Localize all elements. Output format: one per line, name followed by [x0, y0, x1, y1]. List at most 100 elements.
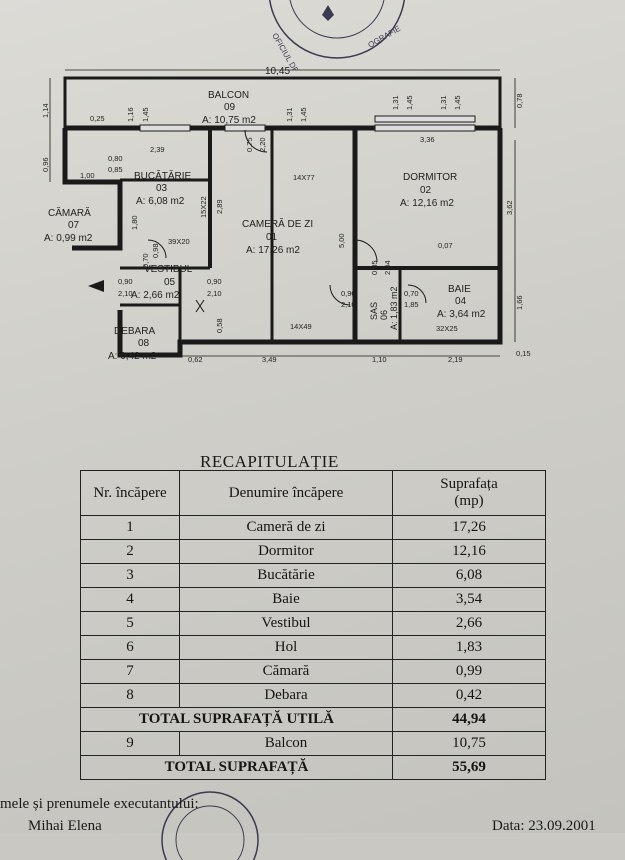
stamp-bottom — [161, 791, 259, 860]
svg-text:2,10: 2,10 — [118, 289, 133, 298]
svg-text:5,00: 5,00 — [337, 233, 346, 248]
executant-name: Mihai Elena — [28, 818, 102, 834]
svg-text:BAIE: BAIE — [448, 284, 471, 295]
svg-text:0,15: 0,15 — [516, 349, 531, 358]
svg-text:3,62: 3,62 — [505, 200, 514, 215]
header-nr: Nr. încăpere — [80, 470, 180, 516]
document-date: Data: 23.09.2001 — [492, 818, 596, 834]
svg-text:02: 02 — [420, 185, 432, 196]
recap-title: RECAPITULAȚIE — [200, 452, 339, 471]
svg-text:0,85: 0,85 — [108, 165, 123, 174]
total-util-row: TOTAL SUPRAFAȚĂ UTILĂ 44,94 — [80, 707, 546, 732]
svg-text:1,31: 1,31 — [391, 95, 400, 110]
table-header-row: Nr. încăpere Denumire încăpere Suprafața… — [80, 470, 546, 516]
svg-text:1,31: 1,31 — [285, 107, 294, 122]
header-area: Suprafața(mp) — [392, 470, 546, 516]
svg-text:A: 3,64 m2: A: 3,64 m2 — [437, 309, 486, 320]
svg-text:0,07: 0,07 — [438, 241, 453, 250]
svg-text:2,20: 2,20 — [258, 137, 267, 152]
svg-text:0,90: 0,90 — [207, 277, 222, 286]
svg-text:A: 6,08 m2: A: 6,08 m2 — [136, 196, 185, 207]
svg-text:0,58: 0,58 — [215, 318, 224, 333]
svg-text:BUCĂTĂRIE: BUCĂTĂRIE — [134, 169, 192, 182]
svg-text:BALCON: BALCON — [208, 90, 249, 101]
svg-text:04: 04 — [455, 296, 467, 307]
svg-text:0,90: 0,90 — [341, 289, 356, 298]
svg-text:0,75: 0,75 — [245, 137, 254, 152]
svg-text:3,49: 3,49 — [262, 355, 277, 364]
executant-label: mele și prenumele executantului: — [0, 796, 199, 812]
svg-text:A: 12,16 m2: A: 12,16 m2 — [400, 198, 454, 209]
svg-text:1,45: 1,45 — [453, 95, 462, 110]
floor-plan: 10,45 BALCON 09 A: 10,75 m2 BUCĂTĂRIE 03… — [41, 66, 531, 364]
svg-text:2,10: 2,10 — [207, 289, 222, 298]
stamp-top: OFICIUL DE CA OGRAFIE — [269, 0, 405, 70]
svg-text:VESTIBUL: VESTIBUL — [144, 264, 193, 275]
svg-text:09: 09 — [224, 102, 236, 113]
svg-text:15X22: 15X22 — [199, 196, 208, 218]
svg-text:DORMITOR: DORMITOR — [403, 172, 457, 183]
svg-text:1,00: 1,00 — [80, 171, 95, 180]
dim-overall-width: 10,45 — [265, 66, 290, 77]
total-row: TOTAL SUPRAFAȚĂ 55,69 — [80, 755, 546, 780]
svg-text:2,19: 2,19 — [448, 355, 463, 364]
svg-text:A: 10,75 m2: A: 10,75 m2 — [202, 115, 256, 126]
svg-text:0,70: 0,70 — [404, 289, 419, 298]
svg-text:05: 05 — [164, 277, 176, 288]
svg-text:39X20: 39X20 — [168, 237, 190, 246]
svg-text:08: 08 — [138, 338, 150, 349]
svg-text:1,16: 1,16 — [126, 107, 135, 122]
svg-text:CAMERĂ DE ZI: CAMERĂ DE ZI — [242, 217, 313, 230]
svg-text:2,10: 2,10 — [341, 300, 356, 309]
svg-text:2,04: 2,04 — [383, 260, 392, 275]
svg-text:01: 01 — [266, 232, 278, 243]
svg-text:0,85: 0,85 — [370, 260, 379, 275]
svg-text:1,45: 1,45 — [299, 107, 308, 122]
svg-text:07: 07 — [68, 220, 80, 231]
svg-text:32X25: 32X25 — [436, 324, 458, 333]
recap-table: Nr. încăpere Denumire încăpere Suprafața… — [80, 470, 546, 780]
svg-text:2,39: 2,39 — [150, 145, 165, 154]
svg-text:A: 0,42 m2: A: 0,42 m2 — [108, 351, 157, 362]
svg-text:1,45: 1,45 — [141, 107, 150, 122]
svg-text:14X49: 14X49 — [290, 322, 312, 331]
svg-text:A: 1,83 m2: A: 1,83 m2 — [389, 286, 399, 330]
svg-text:0,90: 0,90 — [118, 277, 133, 286]
svg-text:1,31: 1,31 — [439, 95, 448, 110]
header-name: Denumire încăpere — [179, 470, 393, 516]
svg-text:0,98: 0,98 — [151, 243, 160, 258]
svg-text:DEBARA: DEBARA — [114, 326, 155, 337]
svg-text:3,36: 3,36 — [420, 135, 435, 144]
svg-text:0,25: 0,25 — [90, 114, 105, 123]
svg-text:SAS: SAS — [369, 302, 379, 320]
svg-text:03: 03 — [156, 183, 168, 194]
svg-text:1,85: 1,85 — [404, 300, 419, 309]
svg-text:A: 17,26 m2: A: 17,26 m2 — [246, 245, 300, 256]
svg-text:A: 0,99 m2: A: 0,99 m2 — [44, 233, 93, 244]
svg-text:0,78: 0,78 — [515, 93, 524, 108]
svg-text:0,70: 0,70 — [141, 253, 150, 268]
svg-text:1,66: 1,66 — [515, 295, 524, 310]
svg-text:1,80: 1,80 — [130, 215, 139, 230]
svg-text:1,14: 1,14 — [41, 103, 50, 118]
svg-text:A: 2,66 m2: A: 2,66 m2 — [131, 290, 180, 301]
svg-text:0,62: 0,62 — [188, 355, 203, 364]
svg-text:0,80: 0,80 — [108, 154, 123, 163]
svg-text:2,89: 2,89 — [215, 199, 224, 214]
svg-text:0,96: 0,96 — [41, 157, 50, 172]
svg-text:14X77: 14X77 — [293, 173, 315, 182]
svg-text:1,10: 1,10 — [372, 355, 387, 364]
svg-text:CĂMARĂ: CĂMARĂ — [48, 206, 91, 219]
svg-text:1,45: 1,45 — [405, 95, 414, 110]
svg-text:06: 06 — [379, 310, 389, 320]
entry-arrow-icon — [88, 280, 104, 292]
